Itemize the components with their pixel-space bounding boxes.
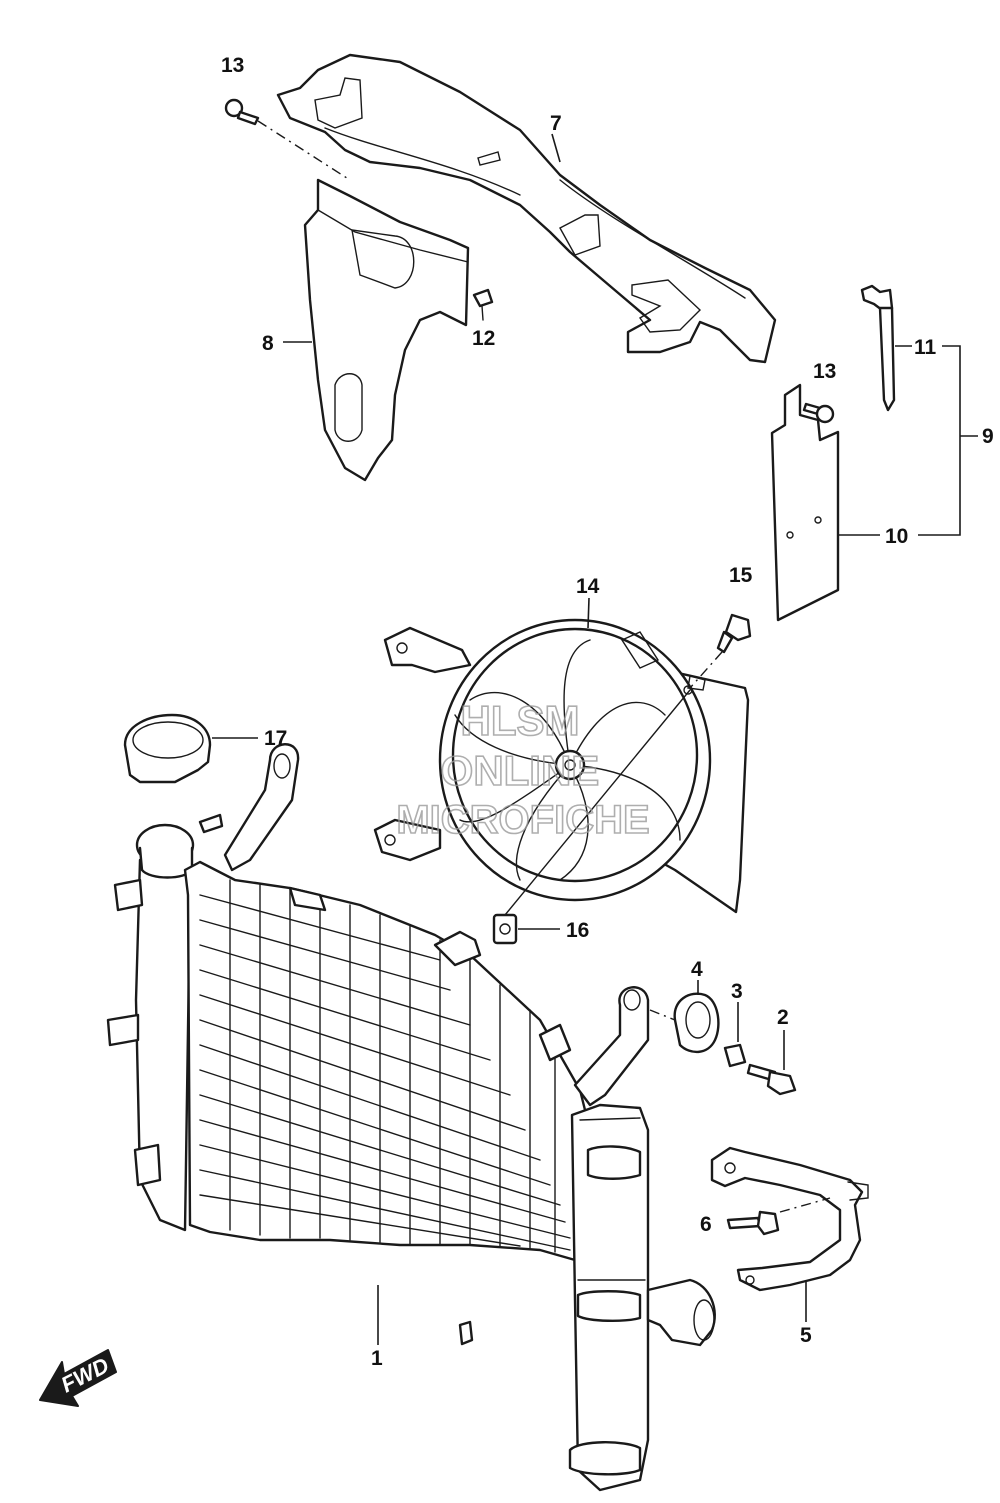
callout-16: 16 (566, 919, 589, 942)
part-11-band[interactable] (860, 284, 912, 412)
callout-8: 8 (262, 332, 274, 355)
callout-13-right: 13 (813, 360, 836, 383)
part-15-bolt[interactable] (689, 613, 752, 689)
callout-2: 2 (777, 1006, 789, 1029)
callout-15: 15 (729, 564, 753, 587)
fwd-arrow-icon: FWD (39, 1349, 117, 1407)
callout-10: 10 (885, 525, 908, 548)
part-6-bolt[interactable] (726, 1210, 780, 1236)
part-17-radiator-cap[interactable] (123, 713, 258, 784)
callout-6: 6 (700, 1213, 712, 1236)
callout-1: 1 (371, 1347, 383, 1370)
callout-3: 3 (731, 980, 743, 1003)
watermark: HLSM ONLINE MICROFICHE (396, 696, 651, 843)
part-4-grommet[interactable] (649, 980, 720, 1054)
callout-9: 9 (982, 425, 994, 448)
part-10-plate[interactable] (770, 383, 880, 622)
watermark-line-2: ONLINE (441, 747, 600, 794)
callout-12: 12 (472, 327, 495, 350)
part-2-bolt[interactable] (746, 1030, 797, 1096)
part-13-bolt-upper[interactable] (224, 98, 351, 181)
callout-17: 17 (264, 727, 287, 750)
callout-bracket-9 (918, 345, 978, 536)
part-13-bolt-right[interactable] (802, 402, 835, 424)
callout-5: 5 (800, 1324, 812, 1347)
part-7-air-guide[interactable] (276, 53, 777, 364)
callout-13-upper: 13 (221, 54, 244, 77)
watermark-line-1: HLSM (461, 697, 580, 744)
callout-11: 11 (914, 336, 937, 359)
fwd-label: FWD (57, 1352, 113, 1397)
callout-4: 4 (691, 958, 703, 981)
part-5-bracket[interactable] (710, 1146, 869, 1322)
callout-labels: 1 2 3 4 5 6 7 8 9 10 11 12 13 13 14 15 1… (221, 54, 994, 1370)
callout-7: 7 (550, 112, 562, 135)
part-1-radiator[interactable] (106, 743, 716, 1492)
part-3-collar[interactable] (723, 1002, 747, 1068)
watermark-line-3: MICROFICHE (396, 798, 649, 842)
part-12-clip[interactable] (472, 288, 494, 321)
part-8-side-cover[interactable] (283, 178, 470, 482)
part-16-nut[interactable] (492, 689, 691, 945)
callout-14: 14 (576, 575, 600, 598)
radiator-core-fins (199, 879, 571, 1253)
part-14-cooling-fan[interactable] (373, 597, 750, 914)
